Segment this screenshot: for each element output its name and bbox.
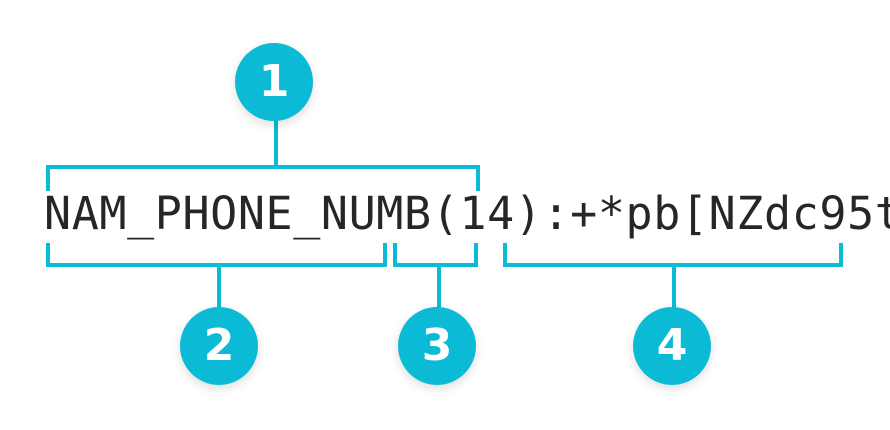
bracket-segment-3 bbox=[393, 243, 478, 267]
badge-segment-1[interactable]: 1 bbox=[235, 43, 313, 121]
connector-segment-3 bbox=[437, 263, 441, 309]
connector-segment-1 bbox=[274, 118, 278, 167]
connector-segment-2 bbox=[217, 263, 221, 309]
badge-segment-2[interactable]: 2 bbox=[180, 307, 258, 385]
badge-segment-3[interactable]: 3 bbox=[398, 307, 476, 385]
annotated-string: NAM_PHONE_NUMB(14):+*pb[NZdc95tLB bbox=[44, 187, 890, 240]
connector-segment-4 bbox=[672, 263, 676, 309]
badge-segment-4[interactable]: 4 bbox=[633, 307, 711, 385]
bracket-segment-1 bbox=[46, 165, 480, 191]
bracket-segment-2 bbox=[46, 243, 387, 267]
